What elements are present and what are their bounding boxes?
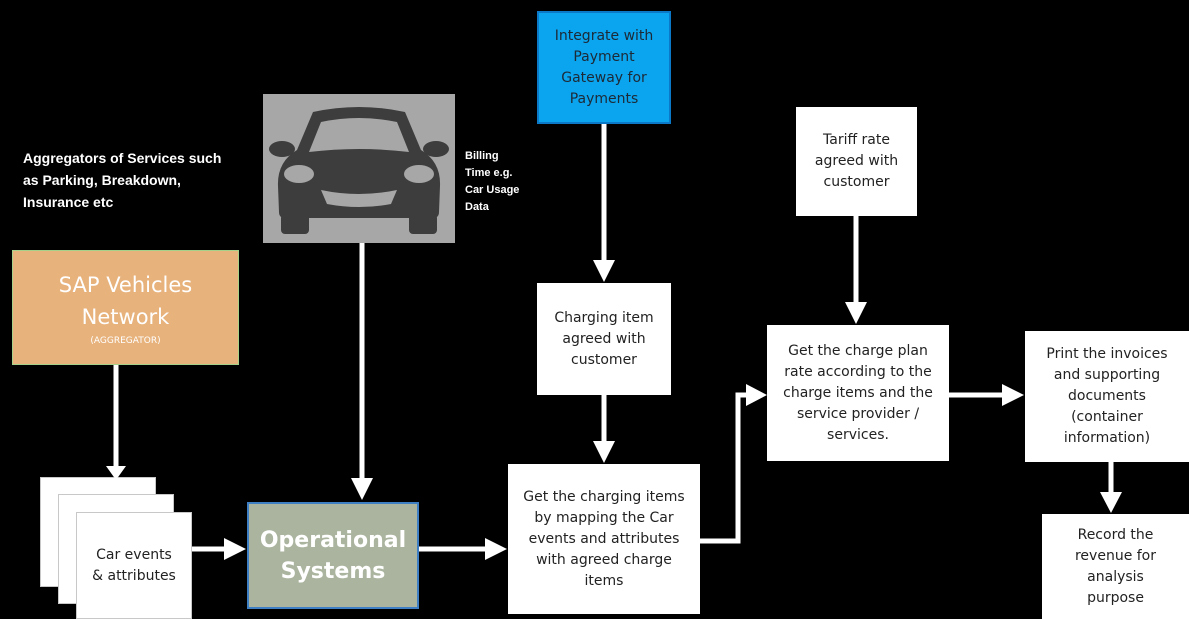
- arrowhead-events-to-operational: [224, 538, 246, 560]
- arrowhead-car-to-operational: [351, 478, 373, 500]
- car-image: [263, 94, 455, 243]
- arrowhead-tariff-to-chargeplan: [845, 302, 867, 324]
- arrowhead-sap-to-events: [106, 466, 126, 480]
- arrowhead-charging-to-mapping: [593, 441, 615, 463]
- sap-title: SAP Vehicles Network: [58, 272, 193, 329]
- sap-subtitle: (AGGREGATOR): [90, 335, 161, 346]
- charging-items-mapping-box: Get the charging items by mapping the Ca…: [508, 464, 700, 614]
- record-revenue-box: Record the revenue for analysis purpose: [1042, 514, 1189, 619]
- tariff-rate-box: Tariff rate agreed with customer: [796, 107, 917, 216]
- payment-gateway-box: Integrate with Payment Gateway for Payme…: [537, 11, 671, 124]
- aggregators-note: Aggregators of Services such as Parking,…: [23, 150, 222, 210]
- charging-item-box: Charging item agreed with customer: [537, 283, 671, 395]
- sap-vehicles-network-box: SAP Vehicles Network (AGGREGATOR): [12, 250, 239, 365]
- arrowhead-print-to-record: [1100, 492, 1122, 513]
- car-front-icon: [269, 107, 449, 234]
- charge-plan-box: Get the charge plan rate according to th…: [767, 325, 949, 461]
- operational-systems-box: Operational Systems: [247, 502, 419, 609]
- arrowhead-payment-to-charging: [593, 260, 615, 282]
- arrow-mapping-to-chargeplan: [700, 392, 748, 544]
- billing-note: Billing Time e.g. Car Usage Data: [465, 150, 520, 213]
- print-invoices-box: Print the invoices and supporting docume…: [1025, 331, 1189, 462]
- arrowhead-chargeplan-to-print: [1002, 384, 1024, 406]
- arrowhead-mapping-to-chargeplan: [746, 384, 767, 406]
- car-events-box: Car events & attributes: [76, 512, 192, 619]
- arrowhead-operational-to-mapping: [485, 538, 507, 560]
